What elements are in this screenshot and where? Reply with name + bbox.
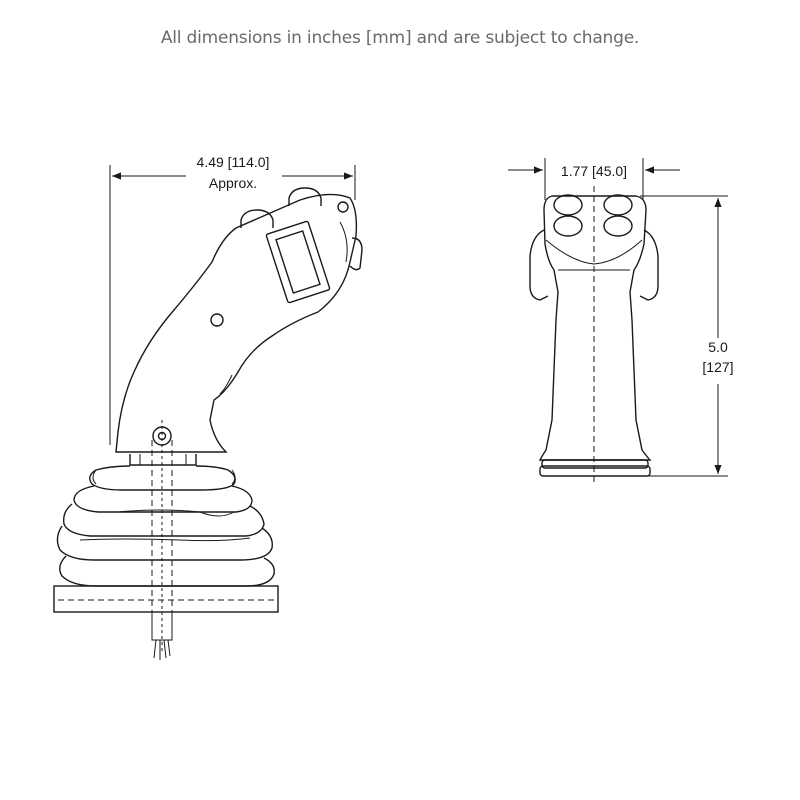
pivot-icon: [152, 426, 172, 446]
dimensions-note: All dimensions in inches [mm] and are su…: [160, 28, 640, 48]
grip-body-outline: [115, 193, 358, 453]
base-plate: [53, 585, 279, 613]
front-height-inches: 5.0: [708, 339, 728, 355]
screw-icon: [337, 201, 349, 213]
side-width-qualifier: Approx.: [209, 175, 257, 191]
left-trigger: [529, 229, 549, 301]
grip-hole-icon: [210, 313, 224, 327]
front-width-value: 1.77 [45.0]: [561, 163, 627, 179]
front-view: 1.77 [45.0] 5.0 [127]: [508, 158, 734, 482]
front-buttons: [553, 194, 633, 237]
front-height-dimension: 5.0 [127]: [640, 195, 734, 477]
front-grip-outline: [538, 195, 652, 461]
side-width-dimension: 4.49 [114.0] Approx.: [109, 154, 356, 445]
display-panel: [265, 220, 331, 304]
side-width-value: 4.49 [114.0]: [197, 154, 270, 170]
rubber-boot: [56, 465, 275, 587]
right-trigger: [639, 229, 659, 301]
front-width-dimension: 1.77 [45.0]: [508, 158, 680, 200]
side-trigger: [349, 237, 363, 271]
side-top-buttons: [240, 187, 322, 228]
cable-wires: [153, 639, 171, 660]
front-height-mm: [127]: [702, 359, 733, 375]
side-view: 4.49 [114.0] Approx.: [53, 154, 363, 660]
